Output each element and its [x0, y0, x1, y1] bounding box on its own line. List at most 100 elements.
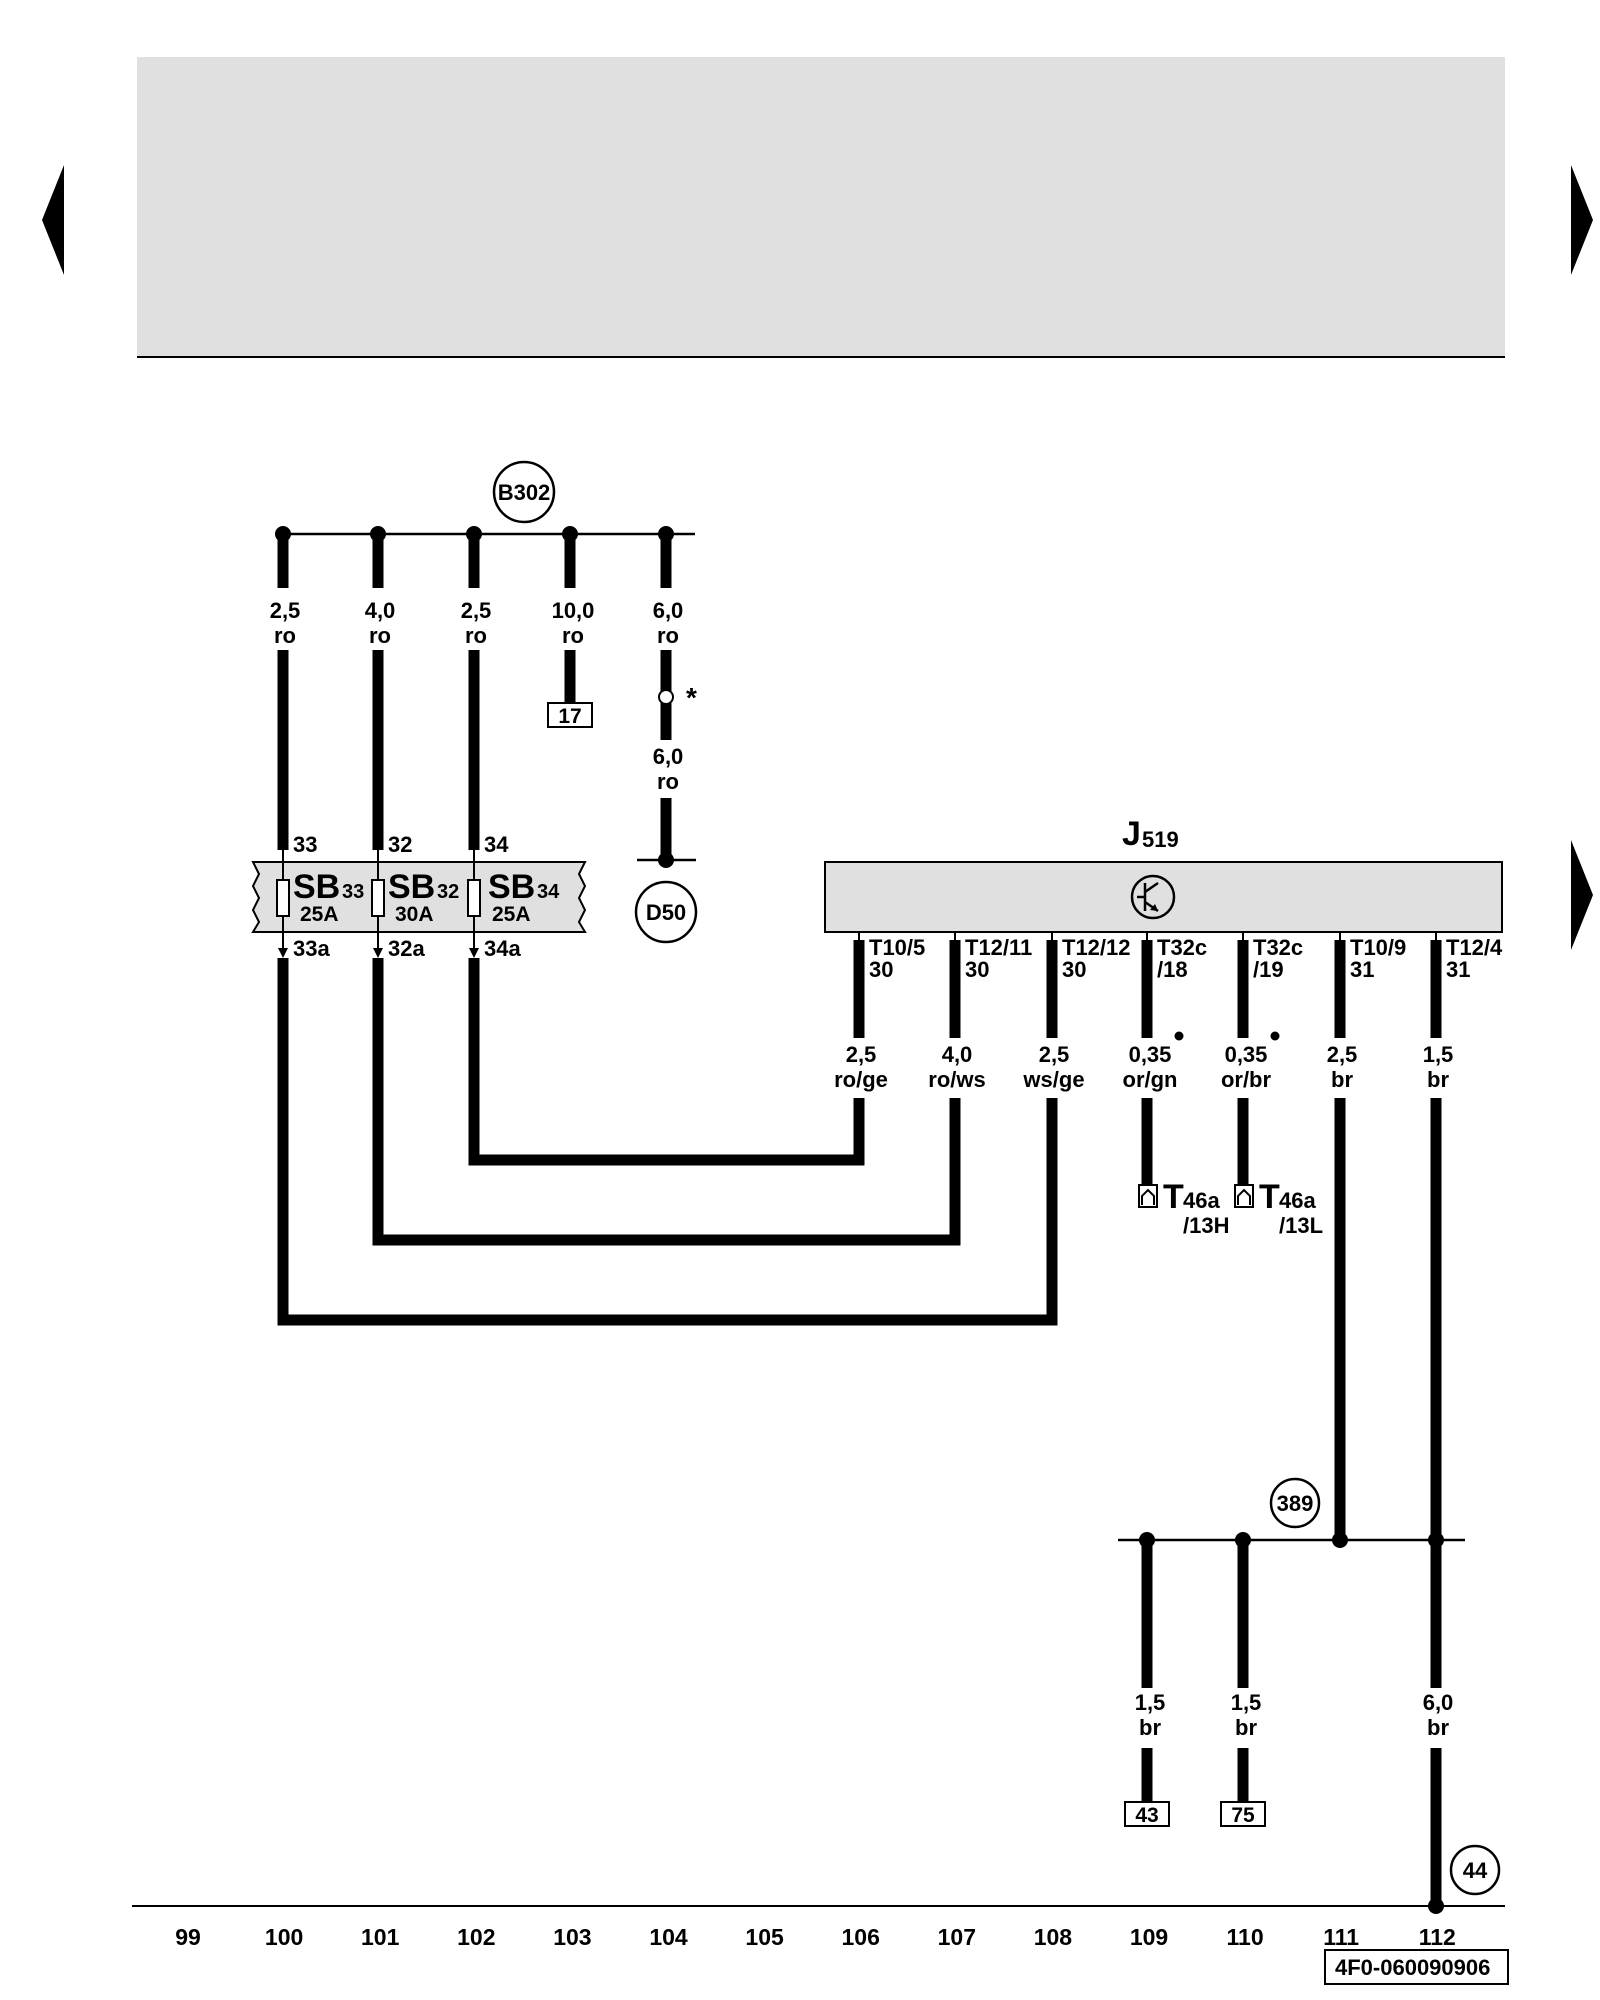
wire-size: 6,0: [1423, 1690, 1454, 1715]
wire-color: ro: [657, 623, 679, 648]
wire-size: 1,5: [1423, 1042, 1454, 1067]
connector-t46a-13l[interactable]: T 46a /13L: [1234, 1178, 1323, 1238]
wire-color: or/br: [1221, 1067, 1272, 1092]
svg-text:30: 30: [965, 957, 989, 982]
fuse-in-pin: 34: [484, 832, 509, 857]
svg-text:46a: 46a: [1279, 1188, 1316, 1213]
svg-text:T: T: [1163, 1178, 1184, 1216]
wire-color: br: [1139, 1715, 1161, 1740]
bus-wires: [277, 534, 672, 860]
ruler-number: 99: [175, 1924, 201, 1950]
fuse-block: [251, 861, 587, 933]
wire-size: 4,0: [942, 1042, 973, 1067]
ground-wires: [1141, 1540, 1249, 1805]
ruler-number: 101: [361, 1924, 400, 1950]
wire-color: br: [1331, 1067, 1353, 1092]
wire-size: 2,5: [846, 1042, 877, 1067]
ruler-number: 105: [745, 1924, 784, 1950]
ground-wire-labels: 1,5 br 1,5 br 6,0 br: [1135, 1690, 1454, 1740]
wire-size: 10,0: [552, 598, 595, 623]
wire-size: 2,5: [1327, 1042, 1358, 1067]
svg-text:/19: /19: [1253, 957, 1284, 982]
twisted-pair-dot: [1270, 1031, 1280, 1041]
wire-size: 2,5: [461, 598, 492, 623]
module-pin-t32c-19: T32c: [1253, 935, 1303, 960]
header-band: [137, 57, 1505, 357]
ref-box-17[interactable]: 17: [547, 702, 593, 728]
svg-text:30: 30: [1062, 957, 1086, 982]
wire-color: br: [1235, 1715, 1257, 1740]
wire-color: ro/ws: [928, 1067, 985, 1092]
ruler-number: 102: [457, 1924, 495, 1950]
ruler-number: 106: [842, 1924, 880, 1950]
ref-b302-circle: B302: [492, 460, 556, 524]
wire-color: ro: [369, 623, 391, 648]
module-wires: [1141, 940, 1442, 1905]
connector-t46a-13h[interactable]: T 46a /13H: [1138, 1178, 1229, 1238]
next-page-continued-icon[interactable]: [1571, 840, 1593, 950]
splice-point: [658, 689, 674, 705]
svg-text:/13H: /13H: [1183, 1213, 1229, 1238]
fuse-sb33-sub: 33: [342, 881, 364, 903]
svg-text:T: T: [1259, 1178, 1280, 1216]
svg-text:389: 389: [1277, 1491, 1314, 1516]
top-wire-labels: 2,5 ro 4,0 ro 2,5 ro 10,0 ro 6,0 ro: [270, 598, 684, 648]
wire-size: 0,35: [1225, 1042, 1268, 1067]
wire-color: ro: [657, 769, 679, 794]
fuse-pins: 33 32 34 33a 32a 34a: [276, 832, 521, 961]
ruler-number: 111: [1323, 1924, 1359, 1950]
svg-text:46a: 46a: [1183, 1188, 1220, 1213]
transistor-icon: [1130, 874, 1176, 920]
ruler-number: 109: [1130, 1924, 1168, 1950]
wire-size: 1,5: [1135, 1690, 1166, 1715]
module-pin-t10-5: T10/5: [869, 935, 925, 960]
fuse-sb33-rating: 25A: [300, 903, 339, 926]
wire-color: ro: [562, 623, 584, 648]
ruler-number: 103: [553, 1924, 591, 1950]
twisted-pair-dot: [1174, 1031, 1184, 1041]
wire-color: ws/ge: [1022, 1067, 1084, 1092]
wire-color: or/gn: [1123, 1067, 1178, 1092]
wire-color: ro: [465, 623, 487, 648]
fuse-labels: SB 33 25A SB 32 30A SB 34 25A: [293, 868, 560, 926]
ruler-number: 110: [1227, 1924, 1264, 1950]
wire-size: 0,35: [1129, 1042, 1172, 1067]
wire-size: 2,5: [270, 598, 301, 623]
module-wire-labels: 2,5 ro/ge 4,0 ro/ws 2,5 ws/ge 0,35 or/gn…: [834, 1042, 1453, 1092]
asterisk-note: *: [686, 682, 697, 713]
module-name: J: [1122, 815, 1141, 853]
svg-text:17: 17: [558, 705, 581, 728]
ref-box-43[interactable]: 43: [1124, 1801, 1170, 1827]
fuse-sb34-rating: 25A: [492, 903, 531, 926]
fuse-out-pin: 34a: [484, 936, 521, 961]
fuse-in-pin: 33: [293, 832, 317, 857]
wire-color: ro/ge: [834, 1067, 888, 1092]
ruler-number: 107: [938, 1924, 976, 1950]
wire-color: br: [1427, 1067, 1449, 1092]
wire-color: ro: [274, 623, 296, 648]
wire-size: 6,0: [653, 744, 684, 769]
module-pin-t12-11: T12/11: [965, 935, 1032, 960]
wire-size: 1,5: [1231, 1690, 1262, 1715]
fuse-sb33-name: SB: [293, 868, 340, 906]
wire-size: 4,0: [365, 598, 396, 623]
b302-bus: [275, 526, 695, 542]
prev-page-icon[interactable]: [42, 165, 64, 275]
module-pins: T10/5 30 T12/11 30 T12/12 30 T32c /18 T3…: [854, 932, 1503, 982]
ref-box-75[interactable]: 75: [1220, 1801, 1266, 1827]
ruler-number: 112: [1419, 1924, 1456, 1950]
svg-text:/13L: /13L: [1279, 1213, 1323, 1238]
svg-text:43: 43: [1135, 1804, 1158, 1827]
ground-bus-389: [1118, 1532, 1465, 1548]
ruler-number: 108: [1034, 1924, 1073, 1950]
module-pin-t12-4: T12/4: [1446, 935, 1503, 960]
ref-389-circle: 389: [1269, 1477, 1321, 1529]
svg-text:B302: B302: [498, 480, 551, 505]
svg-text:75: 75: [1231, 1804, 1255, 1827]
svg-text:D50: D50: [646, 900, 686, 925]
svg-text:/18: /18: [1157, 957, 1188, 982]
next-page-icon[interactable]: [1571, 165, 1593, 275]
module-j519-box[interactable]: [824, 861, 1503, 933]
fuse-sb32-rating: 30A: [395, 903, 434, 926]
